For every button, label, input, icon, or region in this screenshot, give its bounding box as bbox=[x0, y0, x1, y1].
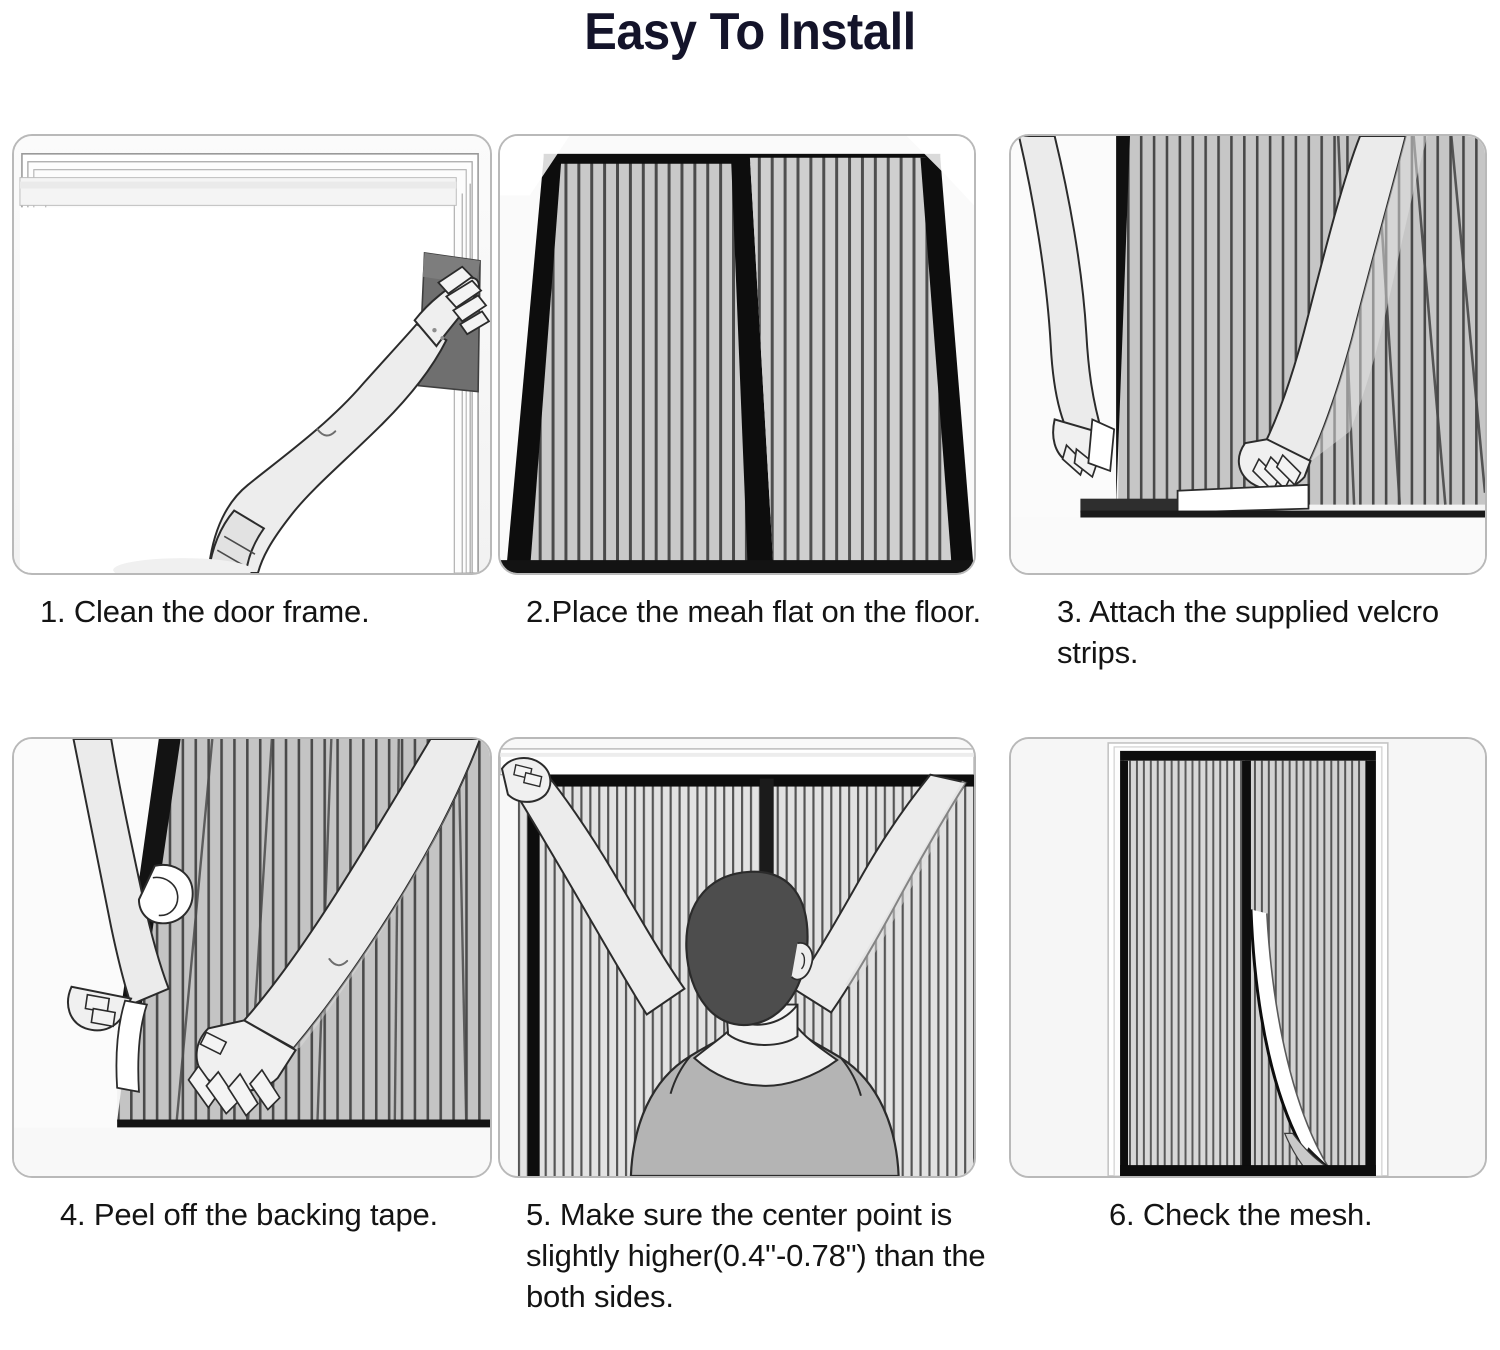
steps-grid: 1. Clean the door frame. bbox=[12, 134, 1490, 1317]
step-6-illustration-panel bbox=[1009, 737, 1487, 1178]
mount-mesh-center-point-illustration bbox=[500, 739, 974, 1176]
step-item-2: 2.Place the meah flat on the floor. bbox=[498, 134, 1003, 673]
step-6-caption: 6. Check the mesh. bbox=[1109, 1197, 1373, 1232]
step-item-6: 6. Check the mesh. bbox=[1009, 737, 1490, 1317]
step-item-4: 4. Peel off the backing tape. bbox=[12, 737, 492, 1317]
step-3-illustration-panel bbox=[1009, 134, 1487, 575]
step-4-illustration-panel bbox=[12, 737, 492, 1178]
step-1-caption: 1. Clean the door frame. bbox=[40, 594, 370, 629]
step-5-caption: 5. Make sure the center point is slightl… bbox=[526, 1197, 986, 1314]
step-5-illustration-panel bbox=[498, 737, 976, 1178]
step-3-caption: 3. Attach the supplied velcro strips. bbox=[1057, 594, 1439, 670]
mesh-flat-on-floor-illustration bbox=[500, 136, 974, 573]
page-title: Easy To Install bbox=[584, 3, 916, 61]
peel-backing-tape-illustration bbox=[14, 739, 490, 1176]
step-2-caption: 2.Place the meah flat on the floor. bbox=[526, 594, 981, 629]
step-item-3: 3. Attach the supplied velcro strips. bbox=[1009, 134, 1490, 673]
step-4-caption: 4. Peel off the backing tape. bbox=[60, 1197, 438, 1232]
attach-velcro-strips-illustration bbox=[1011, 136, 1485, 573]
installed-mesh-door-illustration bbox=[1011, 739, 1485, 1176]
step-2-illustration-panel bbox=[498, 134, 976, 575]
step-item-1: 1. Clean the door frame. bbox=[12, 134, 492, 673]
door-frame-cleaning-illustration bbox=[14, 136, 490, 573]
step-item-5: 5. Make sure the center point is slightl… bbox=[498, 737, 1003, 1317]
step-1-illustration-panel bbox=[12, 134, 492, 575]
